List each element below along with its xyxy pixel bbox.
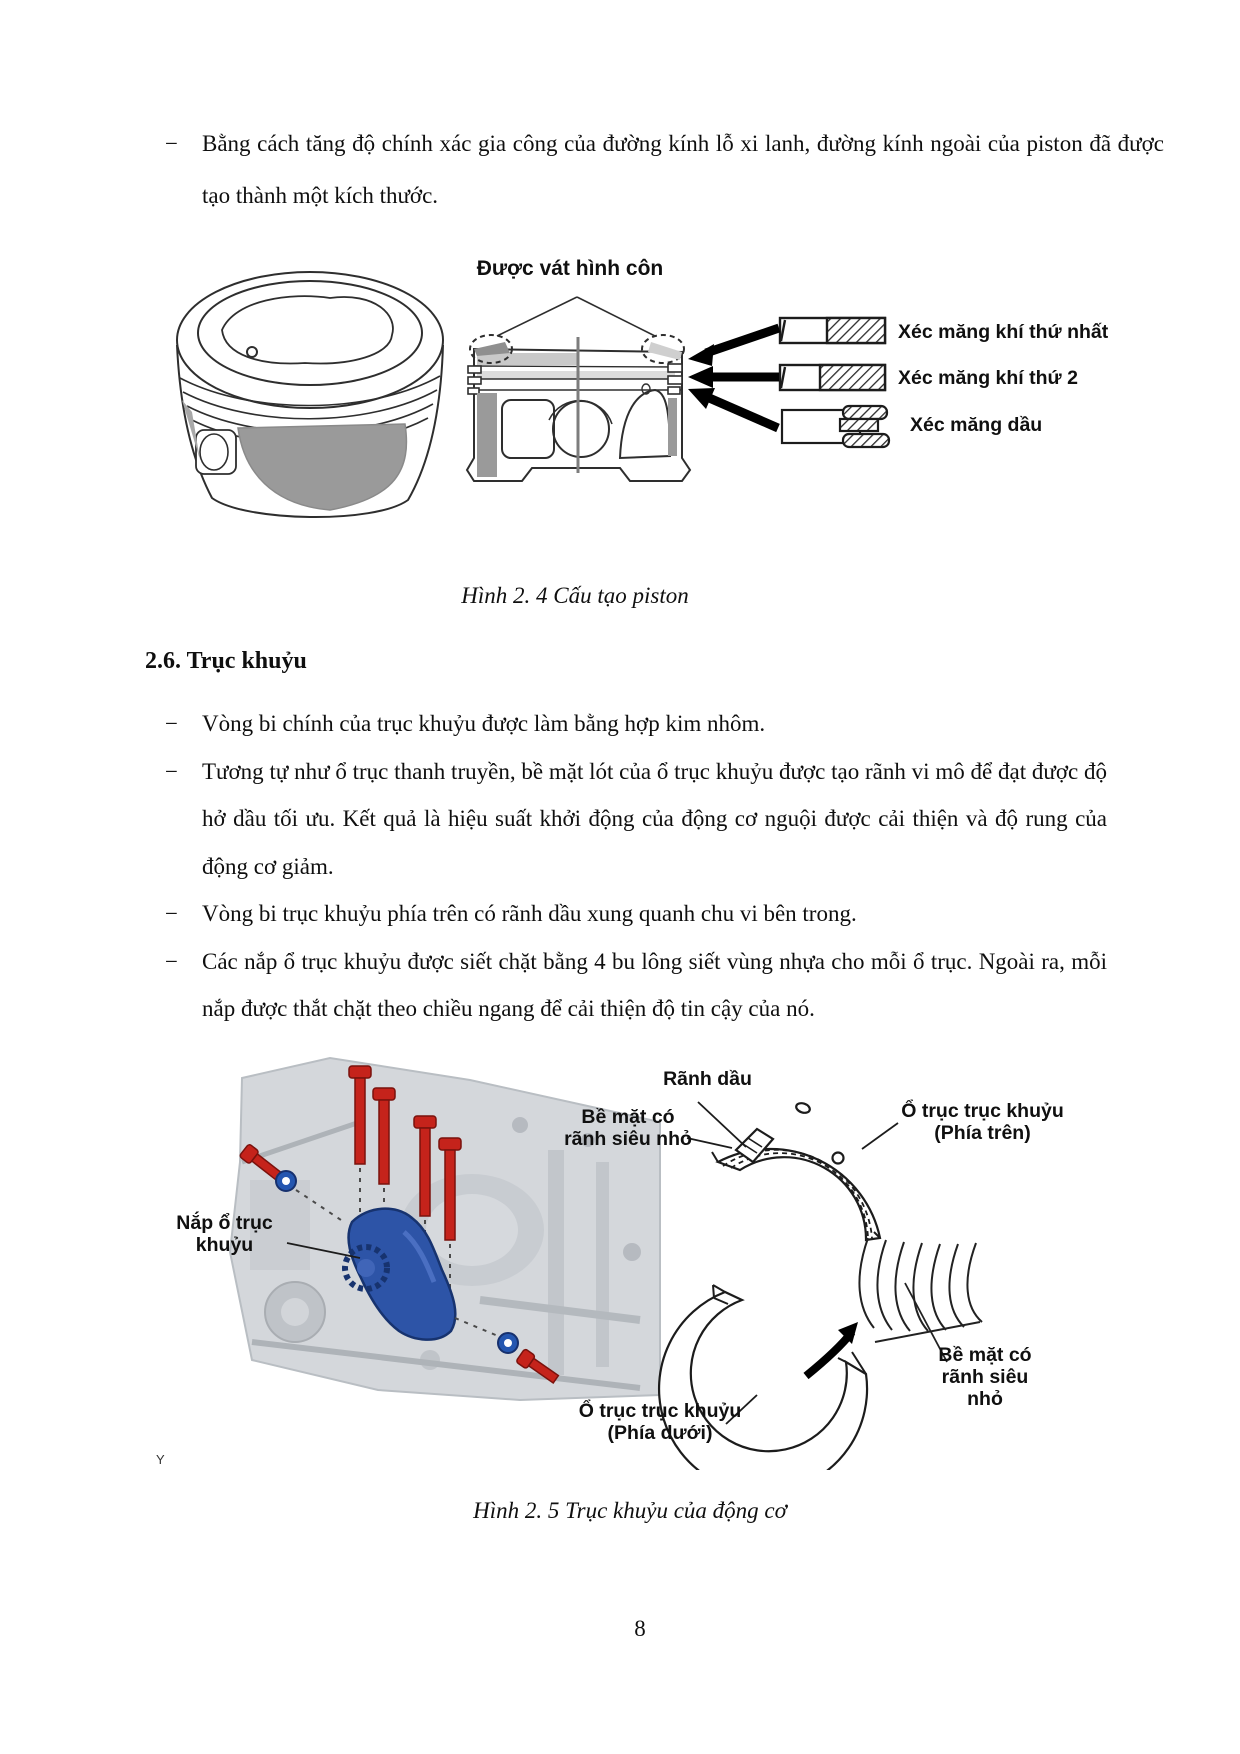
piston-cross-section-drawing bbox=[465, 296, 692, 482]
bullet-dash: − bbox=[165, 948, 178, 974]
section-heading: 2.6. Trục khuỷu bbox=[145, 648, 307, 674]
bearing-cap-label: Nắp ổ trục khuỷu bbox=[176, 1212, 273, 1256]
piston-ring-2-drawing bbox=[778, 363, 887, 392]
intro-paragraph: − Bằng cách tăng độ chính xác gia công c… bbox=[145, 118, 1164, 222]
bullet-text: Vòng bi chính của trục khuỷu được làm bằ… bbox=[202, 711, 766, 736]
micro-groove-surface-upper-label: Bề mặt có rãnh siêu nhỏ bbox=[564, 1106, 692, 1150]
ring-2-label: Xéc măng khí thứ 2 bbox=[898, 367, 1078, 389]
lower-bearing-label: Ổ trục trục khuỷu (Phía dưới) bbox=[578, 1400, 742, 1444]
arrow-to-ring-groove-1 bbox=[688, 323, 781, 366]
oil-ring-drawing bbox=[780, 404, 891, 449]
bullet-dash: − bbox=[165, 758, 178, 784]
intro-text: Bằng cách tăng độ chính xác gia công của… bbox=[202, 131, 1164, 208]
bullet-text: Tương tự như ổ trục thanh truyền, bề mặt… bbox=[202, 758, 1107, 879]
side-bolt-upper bbox=[239, 1144, 345, 1223]
crankshaft-figure bbox=[228, 1056, 983, 1470]
bullet-item: − Vòng bi trục khuỷu phía trên có rãnh d… bbox=[145, 890, 1107, 938]
micro-groove-detail-drawing bbox=[858, 1237, 983, 1363]
bullet-text: Vòng bi trục khuỷu phía trên có rãnh dầu… bbox=[202, 901, 857, 926]
bullet-item: − Vòng bi chính của trục khuỷu được làm … bbox=[145, 700, 1107, 748]
bullet-dash: − bbox=[165, 711, 178, 736]
bearing-cap-bolts bbox=[348, 1065, 462, 1300]
bullet-dash: − bbox=[165, 131, 178, 156]
bullet-dash: − bbox=[165, 901, 178, 926]
oil-ring-label: Xéc măng dầu bbox=[910, 414, 1043, 436]
upper-bearing-label: Ổ trục trục khuỷu (Phía trên) bbox=[901, 1100, 1064, 1144]
arrow-to-ring-groove-3 bbox=[688, 388, 780, 433]
side-bolt-lower bbox=[454, 1317, 560, 1385]
arrow-to-ring-groove-2 bbox=[688, 366, 779, 388]
bullet-list: − Vòng bi chính của trục khuỷu được làm … bbox=[145, 700, 1107, 1033]
upper-bearing-shell-drawing bbox=[711, 1102, 882, 1242]
piston-ring-1-drawing bbox=[778, 316, 887, 345]
bullet-item: − Tương tự như ổ trục thanh truyền, bề m… bbox=[145, 748, 1107, 891]
bullet-text: Các nắp ổ trục khuỷu được siết chặt bằng… bbox=[202, 948, 1107, 1022]
figure-piston-caption: Hình 2. 4 Cấu tạo piston bbox=[461, 583, 689, 608]
figure-crankshaft-caption: Hình 2. 5 Trục khuỷu của động cơ bbox=[473, 1498, 787, 1523]
ring-1-label: Xéc măng khí thứ nhất bbox=[898, 321, 1109, 343]
piston-3d-drawing bbox=[176, 271, 444, 519]
oil-groove-label: Rãnh dầu bbox=[663, 1068, 752, 1090]
micro-groove-surface-lower-label: Bề mặt có rãnh siêu nhỏ bbox=[938, 1344, 1032, 1410]
label-leader-lines bbox=[286, 1101, 899, 1425]
bullet-item: − Các nắp ổ trục khuỷu được siết chặt bằ… bbox=[145, 938, 1107, 1033]
stray-mark: Y bbox=[156, 1452, 165, 1467]
red-bolt-4 bbox=[438, 1137, 462, 1300]
piston-chamfer-label: Được vát hình côn bbox=[476, 257, 664, 280]
page-number: 8 bbox=[634, 1616, 646, 1641]
piston-figure bbox=[176, 271, 891, 519]
bearing-cap-drawing bbox=[342, 1207, 457, 1341]
red-bolt-1 bbox=[348, 1065, 372, 1252]
lower-bearing-shell-drawing bbox=[657, 1284, 869, 1470]
curved-arrow bbox=[803, 1322, 858, 1380]
